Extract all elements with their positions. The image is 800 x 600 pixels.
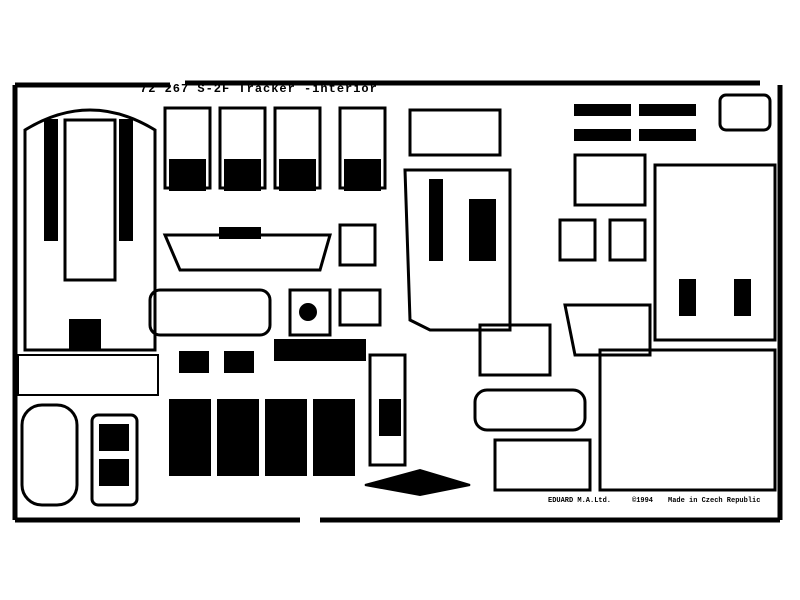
part-console (403, 168, 512, 332)
maker-label: EDUARD M.A.Ltd. (548, 497, 612, 505)
fret-frame (12, 80, 783, 523)
copyright-label: ©1994 (632, 497, 654, 505)
part-seats (163, 106, 387, 191)
part-pedals (169, 399, 355, 476)
fret-title: 72 267 S-2F Tracker -interior (140, 82, 378, 96)
part-cockpit-floor (23, 108, 157, 352)
origin-label: Made in Czech Republic (668, 497, 761, 505)
